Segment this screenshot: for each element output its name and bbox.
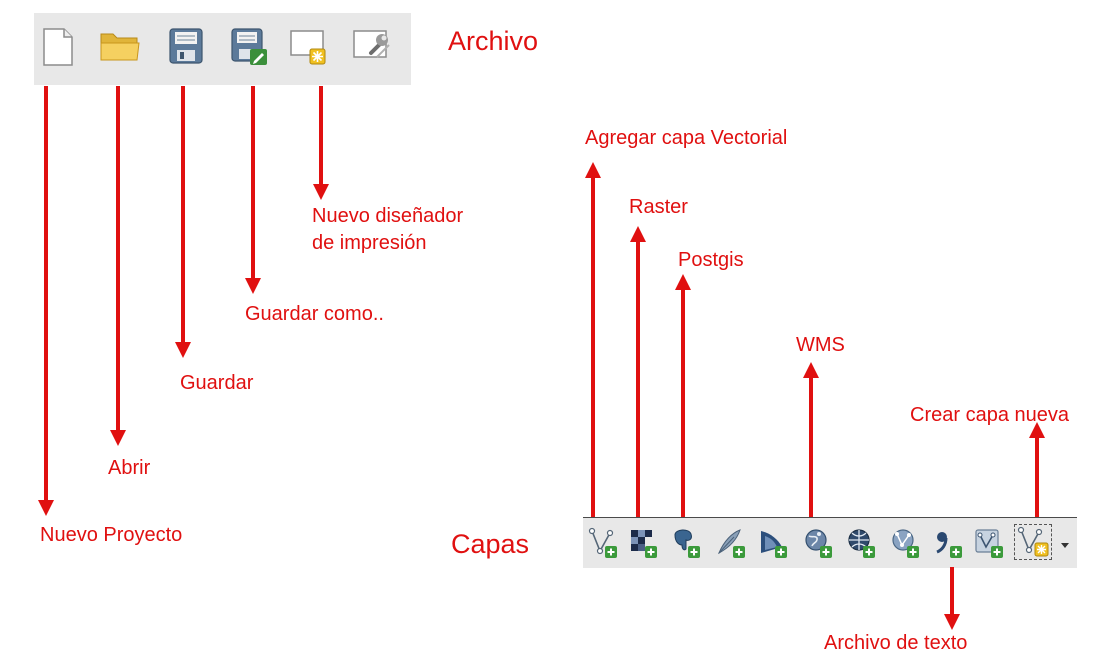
label-nuevo-disenador-line2: de impresión <box>312 232 427 254</box>
save-project-button[interactable] <box>168 27 204 70</box>
add-wfs-layer-button[interactable] <box>890 527 920 564</box>
label-raster: Raster <box>629 196 688 218</box>
add-delimited-text-layer-icon <box>936 532 962 558</box>
add-spatialite-layer-icon <box>717 529 745 558</box>
add-raster-layer-icon <box>631 530 657 558</box>
add-postgis-layer-button[interactable] <box>671 527 701 564</box>
add-raster-layer-button[interactable] <box>628 527 658 564</box>
add-wcs-layer-icon <box>848 529 875 558</box>
open-folder-icon <box>100 33 140 61</box>
label-nuevo-disenador: Nuevo diseñador de impresión <box>312 203 463 257</box>
label-archivo-texto: Archivo de texto <box>824 632 968 654</box>
new-layer-dropdown[interactable] <box>1059 537 1071 555</box>
add-wms-layer-icon <box>805 529 832 558</box>
new-print-layout-button[interactable] <box>288 27 330 72</box>
add-wfs-layer-icon <box>892 529 919 558</box>
add-vector-layer-button[interactable] <box>588 527 618 564</box>
add-delimited-text-layer-button[interactable] <box>933 527 963 564</box>
add-virtual-layer-icon <box>975 529 1003 558</box>
label-guardar: Guardar <box>180 372 254 394</box>
new-layer-icon <box>1017 526 1049 557</box>
add-mssql-layer-icon <box>761 531 787 558</box>
open-project-button[interactable] <box>99 30 141 69</box>
add-spatialite-layer-button[interactable] <box>716 527 746 564</box>
capas-section-title: Capas <box>451 529 530 559</box>
add-wcs-layer-button[interactable] <box>846 527 876 564</box>
add-wms-layer-button[interactable] <box>803 527 833 564</box>
label-nuevo-disenador-line1: Nuevo diseñador <box>312 205 464 227</box>
label-nuevo-proyecto: Nuevo Proyecto <box>40 524 183 546</box>
label-guardar-como: Guardar como.. <box>245 303 384 325</box>
archivo-toolbar <box>34 13 411 85</box>
new-print-layout-icon <box>290 30 326 65</box>
save-icon <box>169 28 203 64</box>
archivo-section-title: Archivo <box>448 26 539 56</box>
layout-manager-button[interactable] <box>351 27 395 72</box>
add-vector-layer-icon <box>588 527 617 558</box>
layout-manager-icon <box>353 30 390 58</box>
new-project-button[interactable] <box>41 27 75 72</box>
capas-toolbar <box>583 517 1077 568</box>
new-layer-button[interactable] <box>1014 524 1052 560</box>
save-as-icon <box>231 28 267 65</box>
add-mssql-layer-button[interactable] <box>758 527 788 564</box>
add-virtual-layer-button[interactable] <box>974 527 1004 564</box>
label-crear-capa: Crear capa nueva <box>910 404 1069 426</box>
new-file-icon <box>43 28 73 66</box>
label-wms: WMS <box>796 334 845 356</box>
label-abrir: Abrir <box>108 457 151 479</box>
add-postgis-layer-icon <box>674 529 700 558</box>
save-as-button[interactable] <box>230 27 270 72</box>
dropdown-arrow-icon <box>1061 543 1069 548</box>
label-postgis: Postgis <box>678 249 744 271</box>
label-vectorial: Agregar capa Vectorial <box>585 127 788 149</box>
